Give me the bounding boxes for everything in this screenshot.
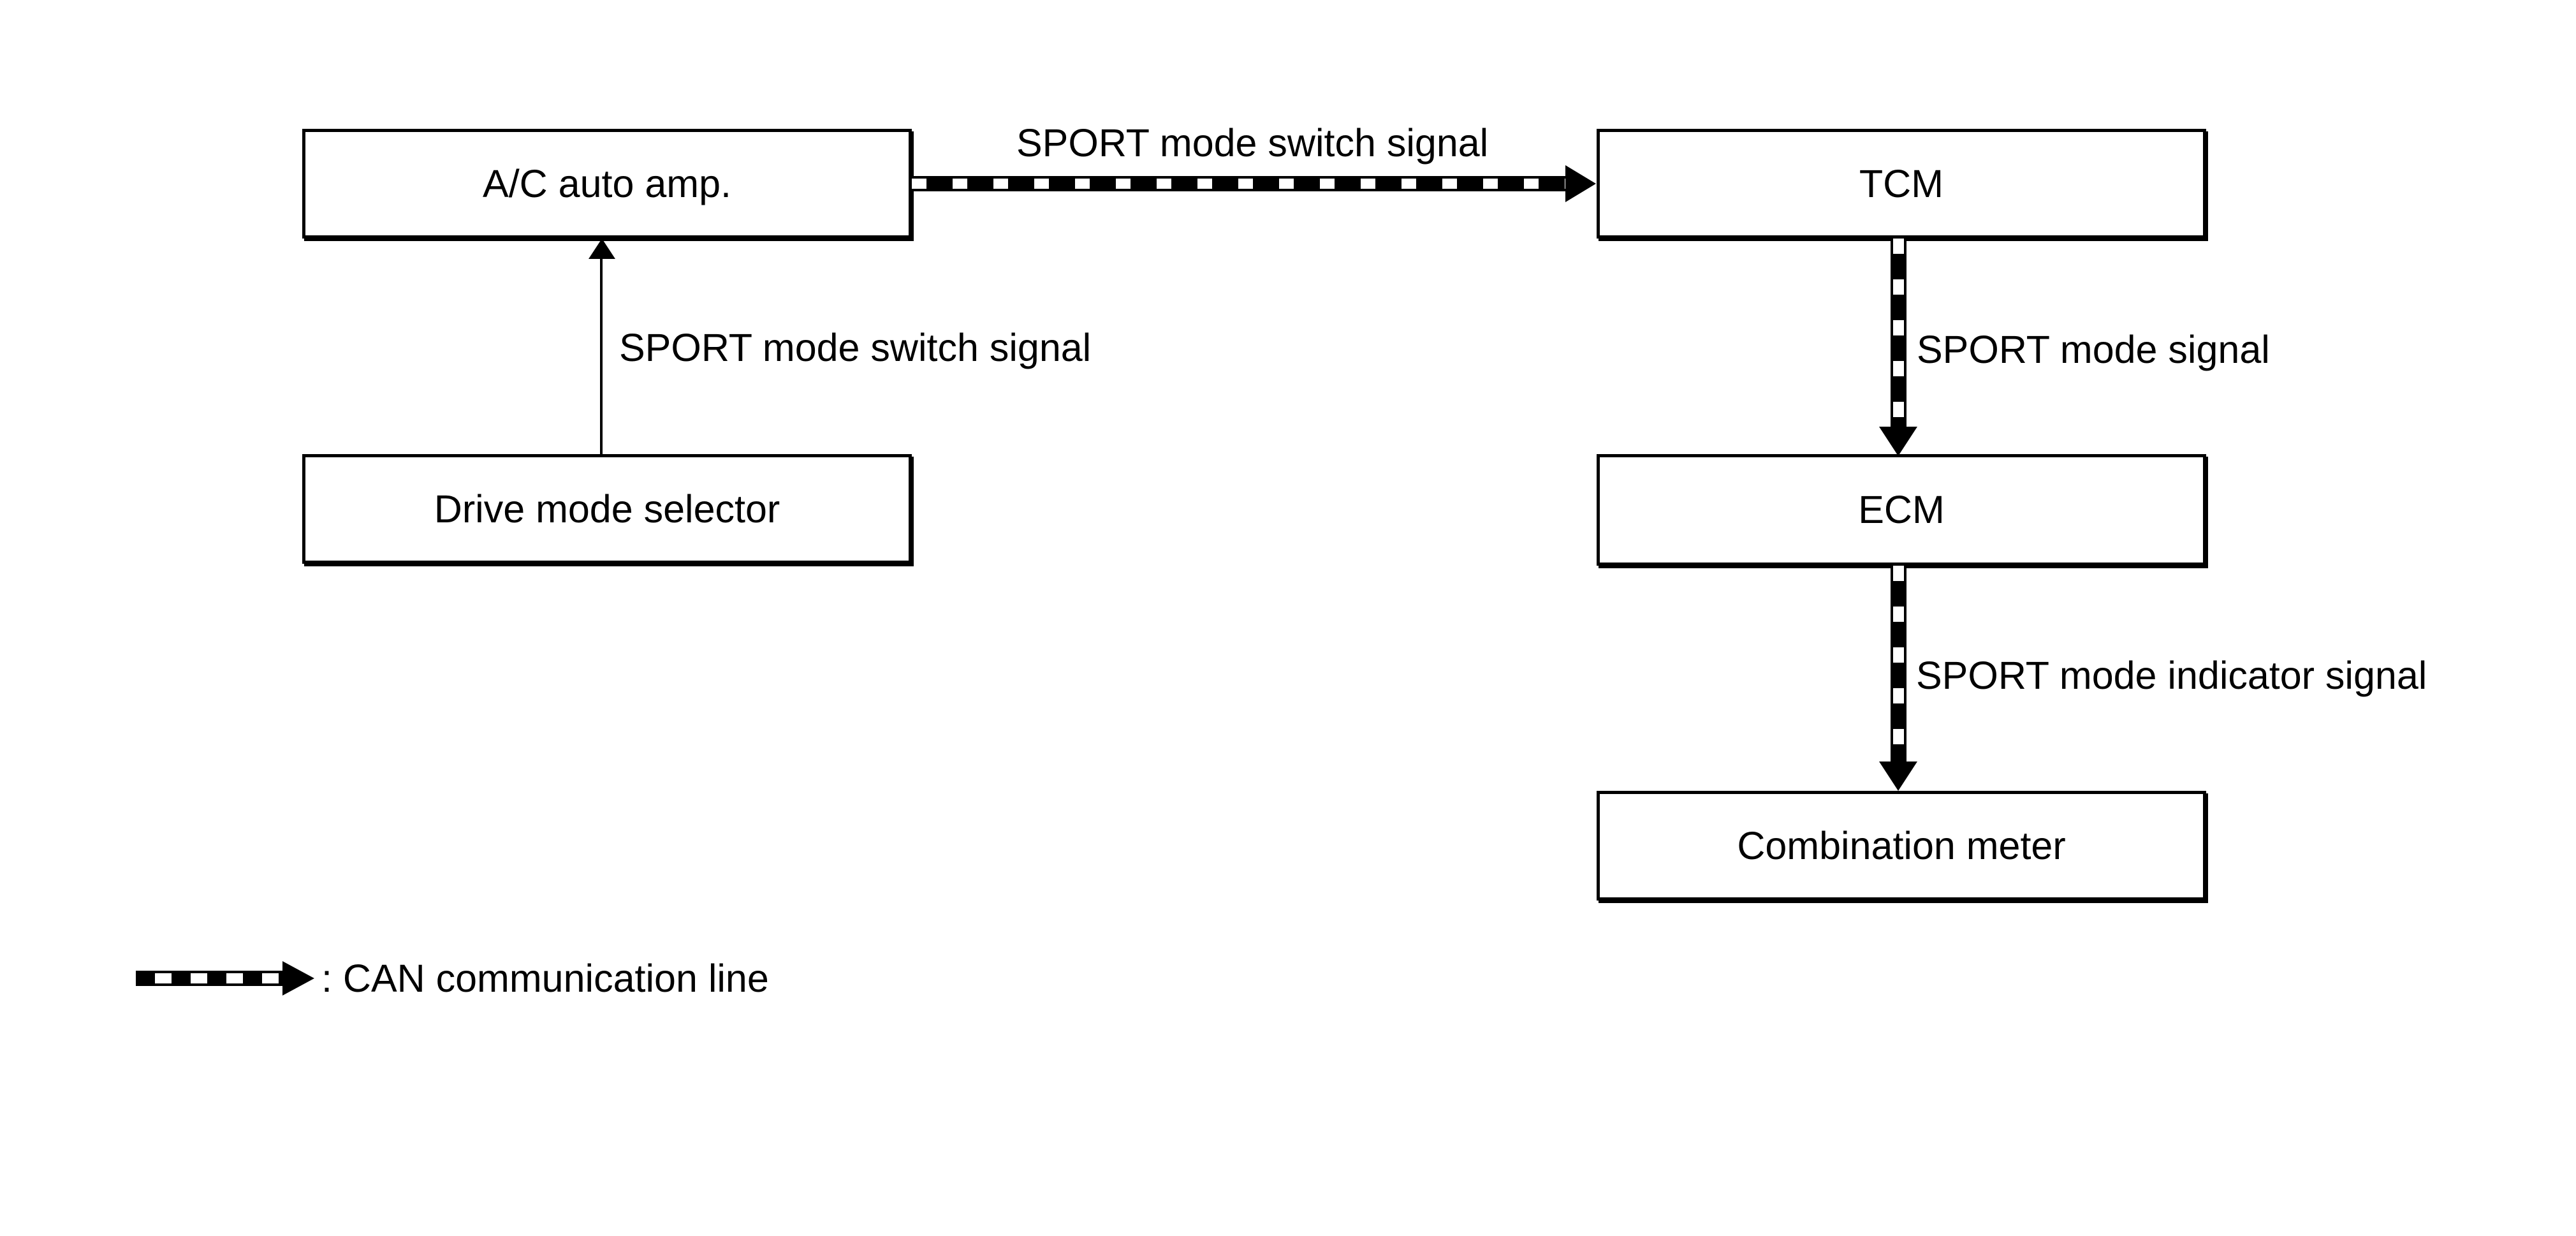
node-label: TCM xyxy=(1859,161,1944,205)
arrowhead-right-icon xyxy=(1565,165,1596,202)
label-sport-mode-switch-signal-direct: SPORT mode switch signal xyxy=(619,326,1092,369)
label-sport-mode-switch-signal-can: SPORT mode switch signal xyxy=(1016,121,1489,165)
arrowhead-up-icon xyxy=(589,239,615,259)
node-label: A/C auto amp. xyxy=(483,161,731,205)
can-line-tcm-to-ecm xyxy=(1891,239,1906,427)
node-tcm: TCM xyxy=(1597,129,2206,239)
node-ac-auto-amp: A/C auto amp. xyxy=(302,129,912,239)
legend-arrowhead-right-icon xyxy=(282,961,314,996)
arrow-line-drive-to-ac xyxy=(600,258,603,455)
node-label: Drive mode selector xyxy=(434,487,780,531)
node-label: ECM xyxy=(1858,488,1945,531)
legend-can-arrow-symbol xyxy=(136,971,282,986)
node-label: Combination meter xyxy=(1737,823,2066,867)
label-sport-mode-indicator-signal: SPORT mode indicator signal xyxy=(1916,654,2427,697)
arrowhead-down-icon xyxy=(1879,761,1917,791)
can-line-ecm-to-combination-meter xyxy=(1891,566,1906,765)
arrowhead-down-icon xyxy=(1879,427,1917,456)
node-drive-mode-selector: Drive mode selector xyxy=(302,454,912,564)
can-line-ac-to-tcm xyxy=(912,176,1565,191)
label-sport-mode-signal: SPORT mode signal xyxy=(1917,328,2270,371)
legend-label: : CAN communication line xyxy=(321,957,769,1000)
node-ecm: ECM xyxy=(1597,454,2206,566)
node-combination-meter: Combination meter xyxy=(1597,791,2206,901)
